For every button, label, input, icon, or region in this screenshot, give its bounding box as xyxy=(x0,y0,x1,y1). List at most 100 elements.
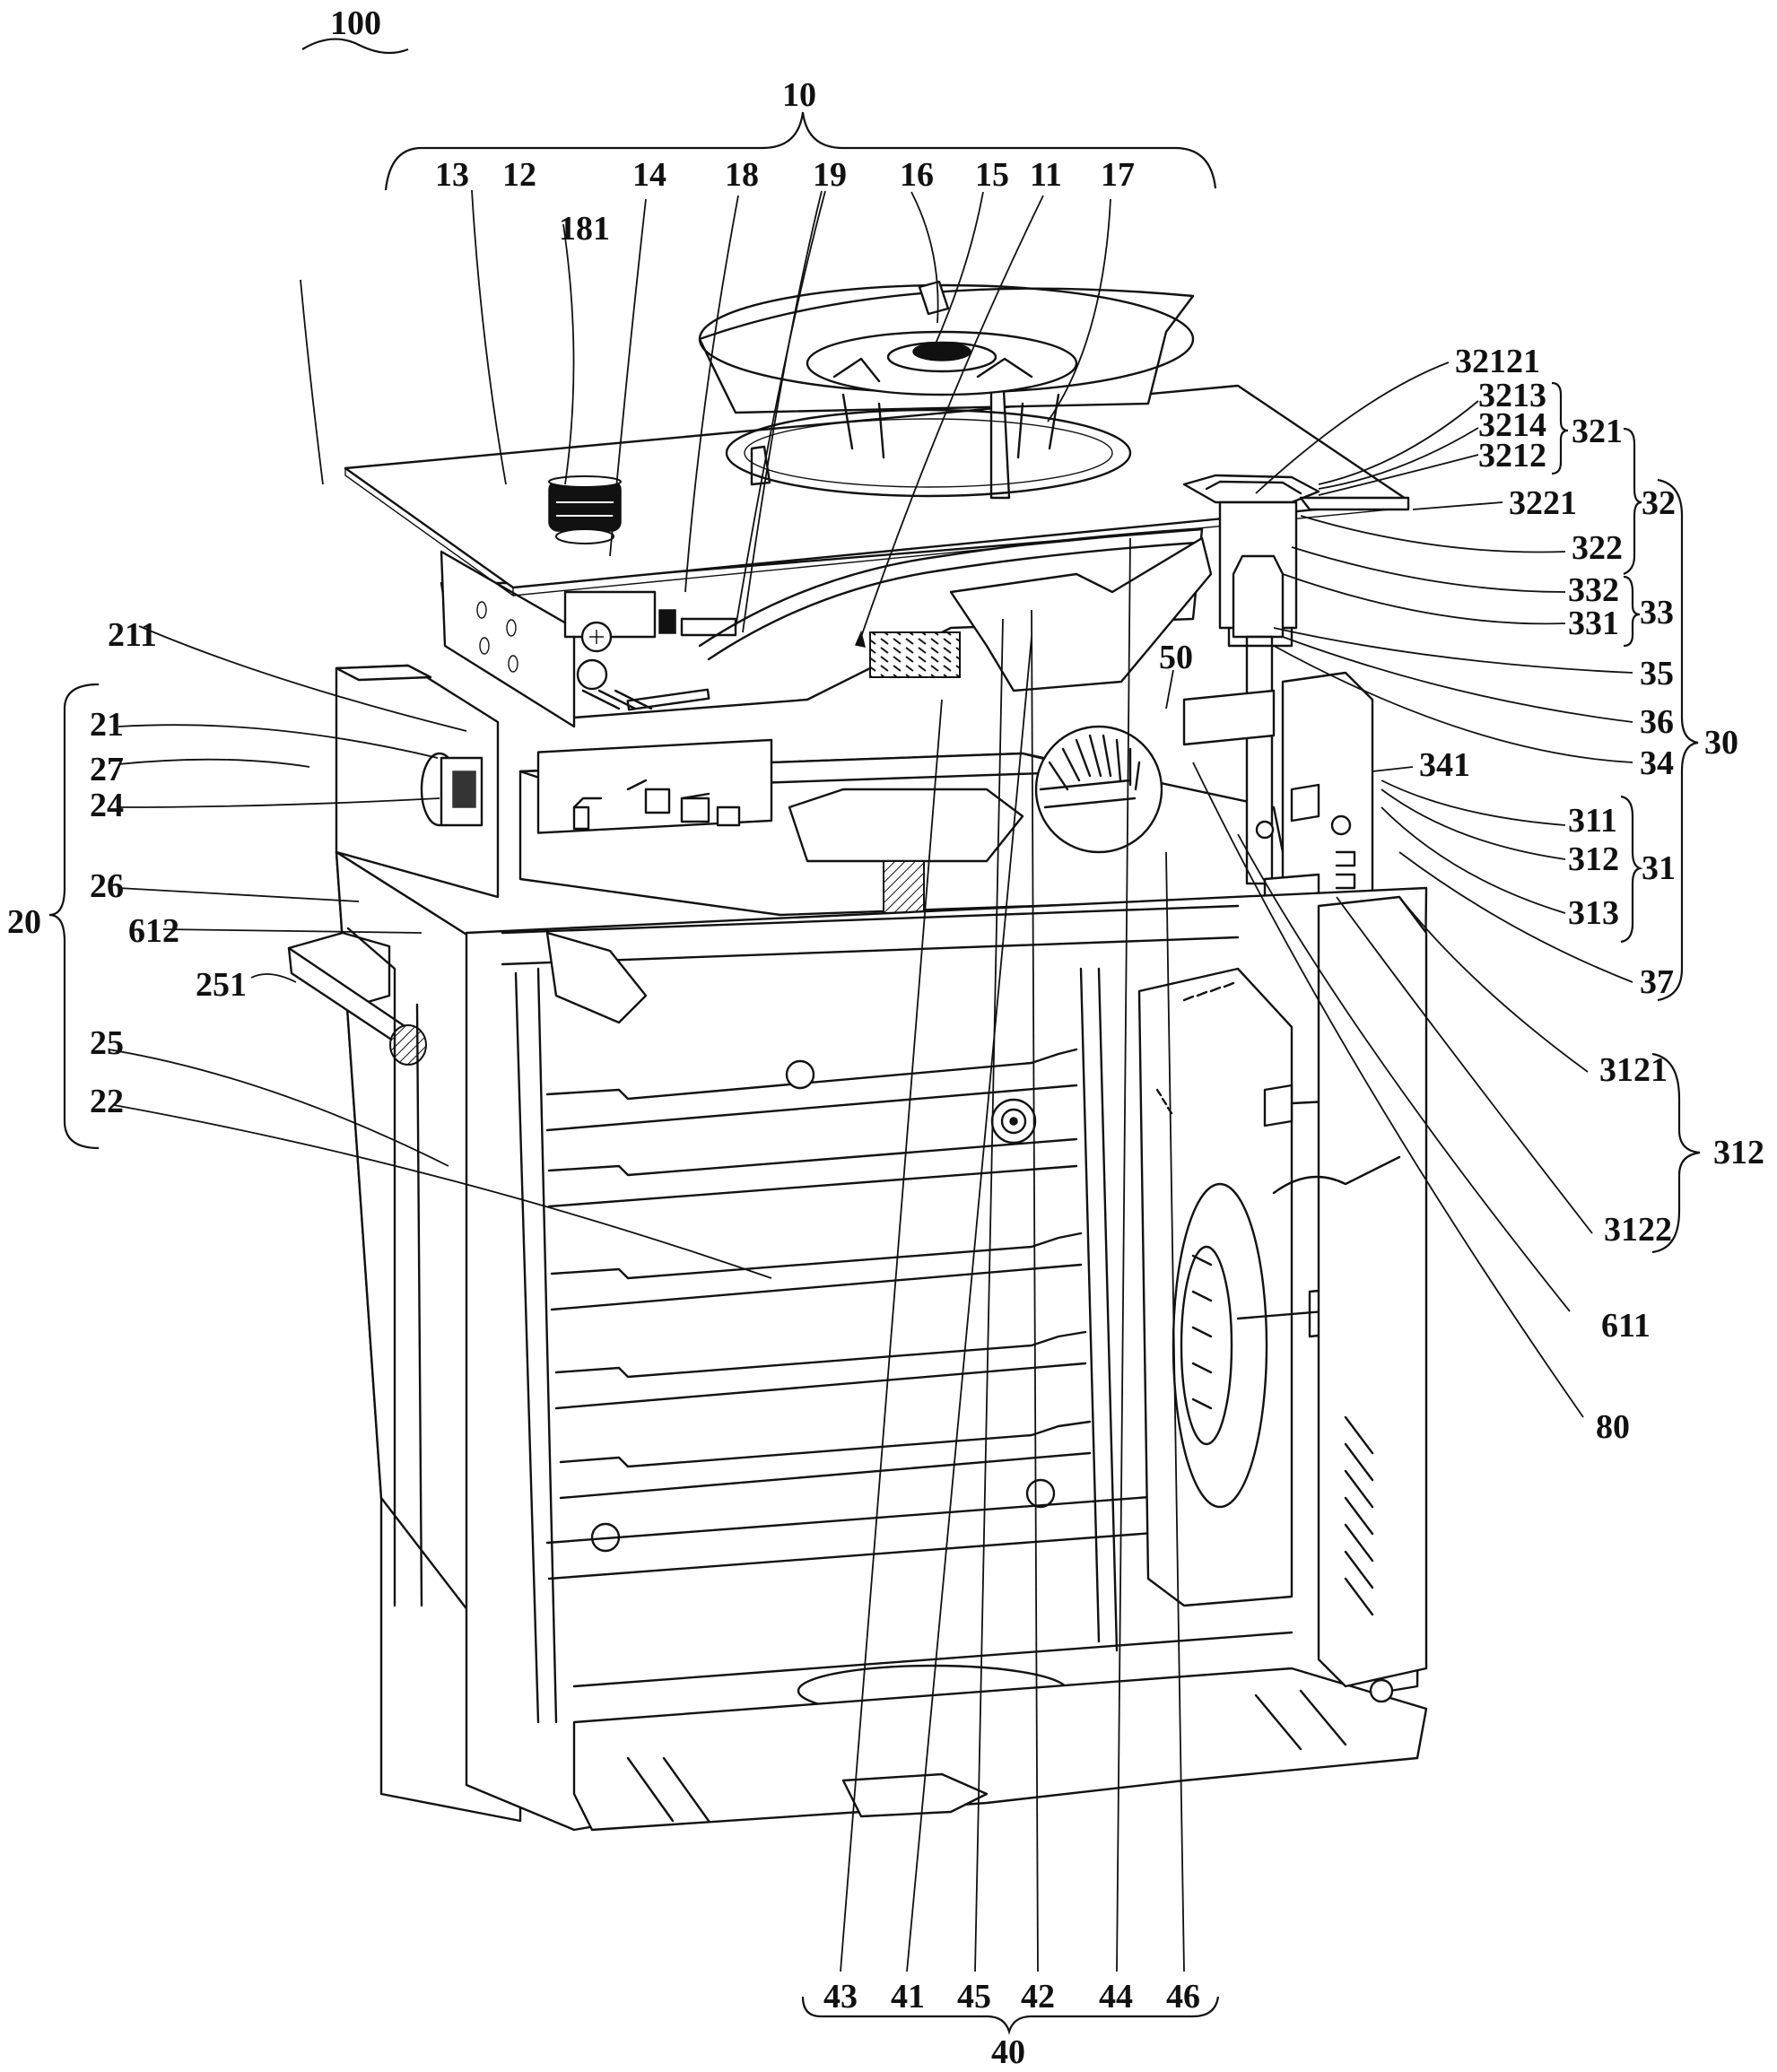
label-321: 321 xyxy=(1572,413,1623,450)
label-35: 35 xyxy=(1640,655,1674,692)
label-17: 17 xyxy=(1101,156,1135,194)
fume-duct xyxy=(949,536,1213,692)
label-311: 311 xyxy=(1568,802,1617,840)
brace-30 xyxy=(1657,478,1699,1002)
brace-20 xyxy=(48,683,100,1150)
label-331: 331 xyxy=(1568,605,1619,642)
brace-33 xyxy=(1623,575,1641,648)
arrow-marker xyxy=(854,630,867,648)
control-board-tray xyxy=(518,738,1294,998)
label-20: 20 xyxy=(7,903,41,941)
label-19: 19 xyxy=(813,156,847,194)
rack-stop xyxy=(1025,1478,1056,1509)
label-181: 181 xyxy=(559,210,610,248)
group-braces xyxy=(48,38,1701,2035)
label-18: 18 xyxy=(725,156,759,194)
label-80: 80 xyxy=(1596,1408,1630,1446)
label-34: 34 xyxy=(1640,744,1674,782)
label-11: 11 xyxy=(1030,156,1062,194)
label-3213: 3213 xyxy=(1478,377,1546,414)
convection-fan-assembly xyxy=(1137,895,1428,1703)
label-36: 36 xyxy=(1640,703,1674,741)
label-211: 211 xyxy=(108,616,157,654)
cooling-fan xyxy=(1034,725,1163,854)
brace-312 xyxy=(1651,1052,1701,1254)
label-612: 612 xyxy=(128,912,179,950)
hob-side-wall xyxy=(440,550,576,728)
label-43: 43 xyxy=(823,1978,858,2015)
label-25: 25 xyxy=(90,1024,124,1062)
label-3221: 3221 xyxy=(1509,484,1577,522)
label-46: 46 xyxy=(1166,1978,1200,2015)
label-341: 341 xyxy=(1419,746,1470,784)
label-21: 21 xyxy=(90,706,124,744)
label-312: 312 xyxy=(1568,840,1619,878)
screw-hole xyxy=(479,637,490,655)
label-15: 15 xyxy=(975,156,1009,194)
temperature-probe-port xyxy=(990,1098,1037,1145)
base-tray xyxy=(572,1667,1428,1832)
label-31: 31 xyxy=(1642,849,1676,887)
label-332: 332 xyxy=(1568,571,1619,609)
label-313: 313 xyxy=(1568,894,1619,932)
brace-32 xyxy=(1623,427,1642,576)
label-45: 45 xyxy=(957,1978,991,2015)
leader-lines xyxy=(108,189,1633,1972)
label-611: 611 xyxy=(1601,1307,1651,1345)
brace-100 xyxy=(301,38,409,55)
label-3121: 3121 xyxy=(1599,1051,1668,1089)
label-40: 40 xyxy=(991,2033,1025,2071)
screw-hole xyxy=(508,655,518,673)
control-knob xyxy=(548,475,622,544)
inner-tube xyxy=(1232,554,1285,639)
label-33: 33 xyxy=(1640,594,1674,631)
rack-rails xyxy=(545,1048,1092,1500)
label-32121: 32121 xyxy=(1455,343,1540,380)
brace-40 xyxy=(801,1996,1220,2035)
screw-hole xyxy=(506,619,517,637)
label-50: 50 xyxy=(1159,639,1193,676)
label-13: 13 xyxy=(435,156,469,194)
gas-pipe xyxy=(698,527,1195,648)
control-knob-front xyxy=(420,752,483,827)
label-14: 14 xyxy=(632,156,666,194)
heat-sink xyxy=(869,631,961,678)
drip-tray-ring xyxy=(725,408,1132,498)
label-12: 12 xyxy=(502,156,536,194)
brace-321 xyxy=(1551,381,1569,475)
housing-bracket xyxy=(1182,689,1276,746)
label-30: 30 xyxy=(1704,724,1738,762)
label-41: 41 xyxy=(891,1978,925,2015)
screw-hole xyxy=(476,601,487,619)
gas-valve xyxy=(563,590,737,711)
label-37: 37 xyxy=(1640,963,1674,1001)
label-27: 27 xyxy=(90,751,124,788)
drip-tray-ring-inner xyxy=(744,418,1113,488)
label-251: 251 xyxy=(196,966,247,1004)
label-22: 22 xyxy=(90,1083,124,1120)
reference-labels: 100 10 13 12 181 14 18 19 16 15 11 17 32… xyxy=(7,4,1764,2071)
label-3212: 3212 xyxy=(1478,437,1546,474)
label-10: 10 xyxy=(782,76,816,114)
label-44: 44 xyxy=(1099,1978,1133,2015)
label-3214: 3214 xyxy=(1478,406,1546,444)
label-100: 100 xyxy=(330,4,381,42)
label-26: 26 xyxy=(90,867,124,905)
cap-flange xyxy=(1299,496,1410,511)
side-panel xyxy=(1317,895,1428,1688)
fan-impeller xyxy=(1180,1245,1233,1446)
label-16: 16 xyxy=(900,156,934,194)
front-panel-assembly xyxy=(287,664,522,1823)
vent-pipe xyxy=(1245,635,1274,885)
label-322: 322 xyxy=(1572,529,1623,567)
brace-10 xyxy=(384,111,1217,191)
label-42: 42 xyxy=(1021,1978,1055,2015)
burner xyxy=(806,330,1078,459)
door-handle xyxy=(287,931,427,1066)
panel-edge xyxy=(344,468,514,597)
top-heater-bracket xyxy=(545,931,648,1024)
rack-stop xyxy=(785,1059,815,1090)
label-24: 24 xyxy=(90,787,124,824)
brace-31 xyxy=(1620,795,1643,944)
